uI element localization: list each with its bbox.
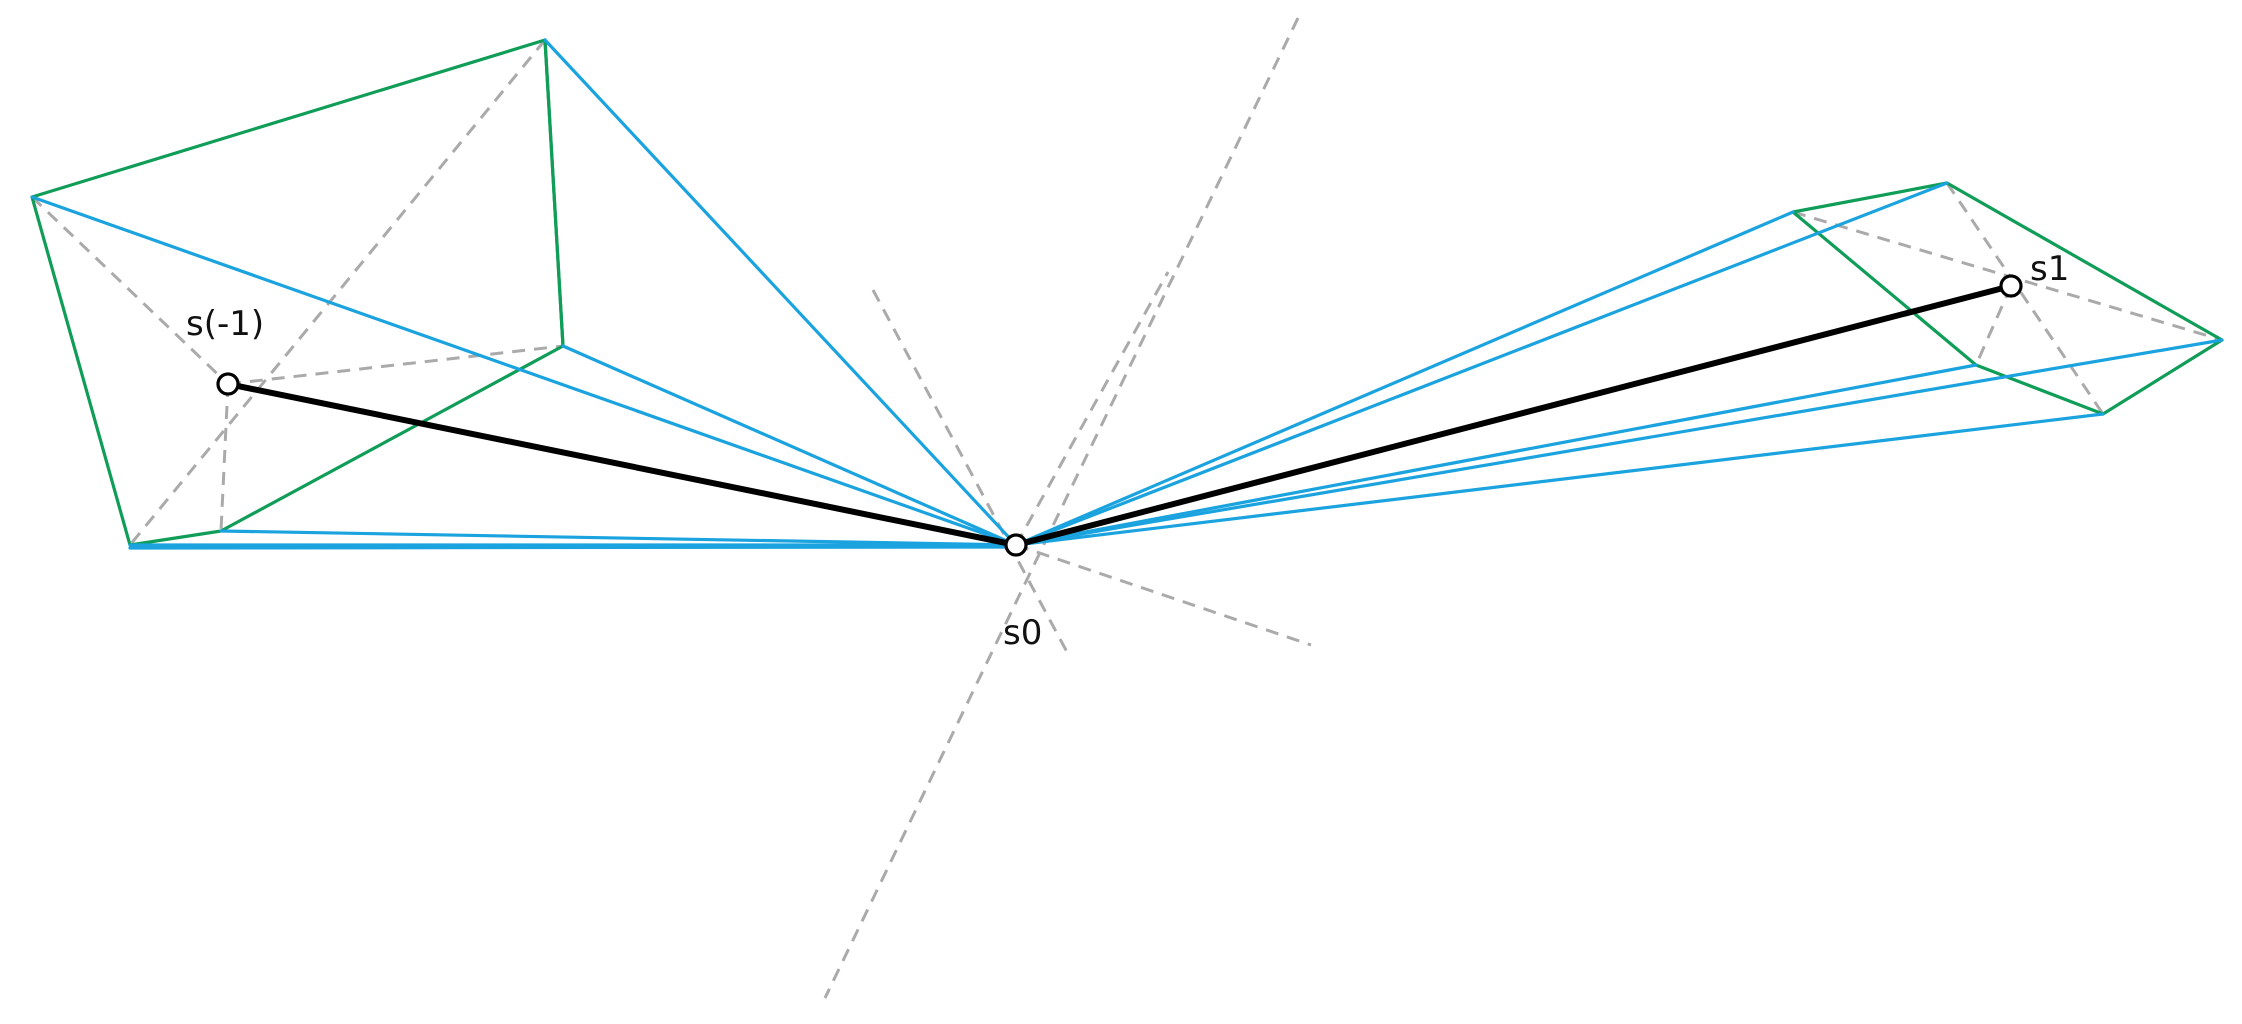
label-s-minus-1: s(-1)	[186, 304, 264, 344]
construction-line	[1015, 543, 1312, 647]
construction-line	[823, 17, 1300, 999]
right-polygon-outline	[1791, 181, 2224, 416]
cone-lines	[30, 38, 2224, 550]
cone-line	[128, 545, 1018, 550]
label-s1: s1	[2030, 249, 2069, 289]
cone-line	[219, 529, 1018, 547]
construction-line	[1974, 285, 2013, 366]
construction-line	[871, 289, 1069, 653]
spine-segment-left	[225, 381, 1019, 548]
construction-line	[219, 383, 230, 532]
vertex-s1	[1999, 274, 2023, 298]
cone-line	[1014, 181, 1949, 547]
label-s0: s0	[1003, 613, 1042, 653]
construction-lines	[30, 17, 2223, 999]
spine	[225, 283, 2014, 548]
vertex-s-minus-1	[216, 372, 240, 396]
left-polygon-edge	[543, 38, 565, 348]
spine-segment-right	[1013, 283, 2014, 548]
cone-line	[1014, 412, 2105, 547]
vertex-s0	[1004, 533, 1028, 557]
cone-line	[543, 38, 1018, 547]
construction-line	[1945, 182, 2105, 415]
right-polygon	[1791, 181, 2224, 416]
cone-line	[30, 195, 1018, 547]
construction-line	[227, 344, 564, 386]
construction-line	[30, 195, 230, 386]
left-polygon	[30, 38, 565, 547]
cone-line	[1014, 363, 1978, 547]
cone-line	[1014, 338, 2224, 547]
cone-line	[1014, 210, 1795, 547]
cone-line	[561, 344, 1018, 547]
construction-line	[1014, 271, 1170, 546]
vertices	[216, 274, 2023, 557]
